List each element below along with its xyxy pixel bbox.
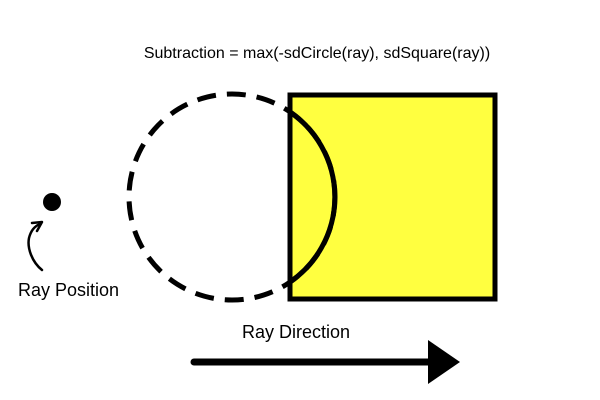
right-arrow-icon [428,340,460,384]
curved-arrow-icon [27,222,44,272]
ray-position-label: Ray Position [18,280,119,300]
ray-direction-label: Ray Direction [242,322,350,342]
ray-position-dot [43,193,61,211]
diagram-title: Subtraction = max(-sdCircle(ray), sdSqua… [144,45,490,62]
curved-arrow-head-icon [30,220,44,233]
square-shape [287,92,498,302]
circle-solid-arc [288,109,338,285]
